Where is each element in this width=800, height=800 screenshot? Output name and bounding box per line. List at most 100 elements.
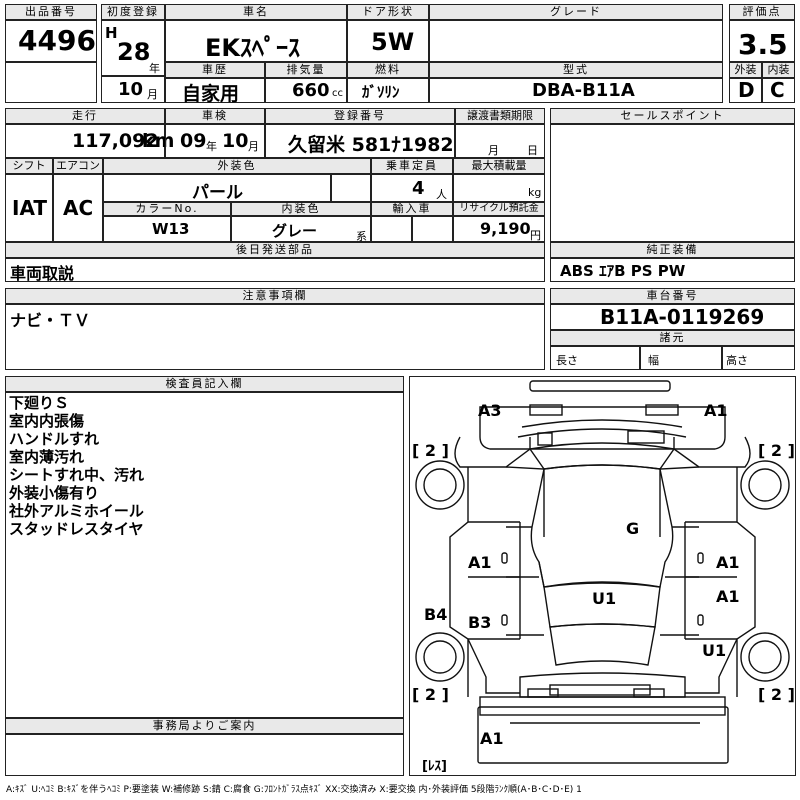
damage-mark: U1 bbox=[702, 641, 727, 660]
later-label: 後日発送部品 bbox=[5, 242, 545, 258]
note-item: ハンドルすれ bbox=[9, 430, 100, 448]
insp-month-unit: 月 bbox=[248, 140, 259, 153]
recycle-unit: 円 bbox=[530, 229, 541, 242]
damage-mark: [ 2 ] bbox=[412, 441, 449, 460]
car-name-label: 車名 bbox=[165, 4, 347, 20]
fuel-box bbox=[347, 78, 429, 103]
damage-mark: A3 bbox=[478, 401, 502, 420]
plate-label: 登録番号 bbox=[265, 108, 455, 124]
mileage-unit: km bbox=[142, 130, 175, 152]
note-item: 室内内張傷 bbox=[9, 412, 85, 430]
chassis-label: 車台番号 bbox=[550, 288, 795, 304]
door-label: ドア形状 bbox=[347, 4, 429, 20]
caution-value: ナビ・ＴＶ bbox=[10, 311, 91, 330]
inspector-notes: 下廻りＳ 室内内張傷 ハンドルすれ 室内薄汚れ シートすれ中、汚れ 外装小傷有り… bbox=[9, 394, 144, 538]
note-item: 室内薄汚れ bbox=[9, 448, 85, 466]
int-grade: C bbox=[770, 78, 785, 102]
fuel: ｶﾞｿﾘﾝ bbox=[362, 83, 400, 101]
import-box-2 bbox=[412, 216, 453, 242]
damage-mark: [ 2 ] bbox=[758, 685, 795, 704]
length-label: 長さ bbox=[556, 354, 578, 367]
capacity-label: 乗車定員 bbox=[371, 158, 453, 174]
first-reg-box bbox=[101, 20, 165, 76]
lot-number: 4496 bbox=[18, 24, 96, 57]
door-box bbox=[347, 20, 429, 62]
color-no-label: カラーNo. bbox=[103, 202, 231, 216]
color-box bbox=[103, 174, 331, 202]
month-box bbox=[101, 76, 165, 103]
interior-unit: 系 bbox=[356, 230, 367, 243]
note-item: 外装小傷有り bbox=[9, 484, 100, 502]
damage-mark: [ 2 ] bbox=[412, 685, 449, 704]
lot-label: 出品番号 bbox=[5, 4, 97, 20]
width-label: 幅 bbox=[648, 354, 659, 367]
grade-label: グレード bbox=[429, 4, 723, 20]
load-unit: kg bbox=[528, 186, 542, 199]
car-outline bbox=[415, 380, 790, 764]
sales-box bbox=[550, 124, 795, 242]
score-label: 評価点 bbox=[729, 4, 795, 20]
inspection-box bbox=[165, 124, 265, 158]
inspection-label: 車検 bbox=[165, 108, 265, 124]
caution-box bbox=[5, 304, 545, 370]
mileage-label: 走行 bbox=[5, 108, 165, 124]
damage-mark: U1 bbox=[592, 589, 617, 608]
model-box bbox=[429, 78, 723, 103]
later-box bbox=[5, 258, 545, 282]
damage-mark: A1 bbox=[704, 401, 728, 420]
color-no-box bbox=[103, 216, 231, 242]
insp-year: 09 bbox=[180, 130, 207, 152]
inspector-box bbox=[5, 392, 404, 718]
ac-box bbox=[53, 174, 103, 242]
color: パール bbox=[192, 183, 243, 203]
note-item: 社外アルミホイール bbox=[9, 502, 144, 520]
grade-box bbox=[429, 20, 723, 62]
fuel-label: 燃料 bbox=[347, 62, 429, 78]
transfer-label: 譲渡書類期限 bbox=[455, 108, 545, 124]
damage-mark: A1 bbox=[716, 553, 740, 572]
car-name: EKｽﾍﾟｰｽ bbox=[205, 34, 300, 62]
car-name-box bbox=[165, 20, 347, 62]
legend: A:ｷｽﾞ U:ﾍｺﾐ B:ｷｽﾞを伴うﾍｺﾐ P:要塗装 W:補修跡 S:錆 … bbox=[6, 785, 582, 795]
displacement-label: 排気量 bbox=[265, 62, 347, 78]
capacity-unit: 人 bbox=[436, 188, 447, 201]
load-label: 最大積載量 bbox=[453, 158, 545, 174]
width-box bbox=[640, 346, 722, 370]
model: DBA-B11A bbox=[532, 80, 635, 101]
color-box-2 bbox=[331, 174, 371, 202]
load-box bbox=[453, 174, 545, 202]
note-item: 下廻りＳ bbox=[9, 394, 70, 412]
recycle-box bbox=[453, 216, 545, 242]
first-reg-label: 初度登録 bbox=[101, 4, 165, 20]
color-label: 外装色 bbox=[103, 158, 371, 174]
shift: IAT bbox=[12, 196, 48, 220]
damage-mark: B4 bbox=[424, 605, 448, 624]
damage-mark: [ 2 ] bbox=[758, 441, 795, 460]
interior-label: 内装色 bbox=[231, 202, 371, 216]
history: 自家用 bbox=[182, 83, 240, 105]
caution-label: 注意事項欄 bbox=[5, 288, 545, 304]
lot-box bbox=[5, 20, 97, 62]
recycle: 9,190 bbox=[480, 219, 531, 238]
capacity-box bbox=[371, 174, 453, 202]
ac-label: エアコン bbox=[53, 158, 103, 174]
int-box bbox=[762, 78, 795, 103]
int-label: 内装 bbox=[762, 62, 795, 78]
model-label: 型式 bbox=[429, 62, 723, 78]
note-item: スタッドレスタイヤ bbox=[9, 520, 144, 538]
plate: 久留米 581ﾅ1982 bbox=[288, 134, 454, 156]
displacement: 660 bbox=[292, 80, 330, 101]
office-label: 事務局よりご案内 bbox=[5, 718, 404, 734]
mileage: 117,092 bbox=[72, 130, 159, 152]
ac: AC bbox=[63, 196, 94, 220]
equipment-label: 純正装備 bbox=[550, 242, 795, 258]
transfer-month-unit: 月 bbox=[488, 144, 499, 157]
ext-box bbox=[729, 78, 762, 103]
shift-box bbox=[5, 174, 53, 242]
note-item: シートすれ中、汚れ bbox=[9, 466, 145, 484]
insp-month: 10 bbox=[222, 130, 249, 152]
year-unit: 年 bbox=[149, 62, 160, 75]
office-box bbox=[5, 734, 404, 776]
color-no: W13 bbox=[152, 220, 190, 238]
plate-box bbox=[265, 124, 455, 158]
